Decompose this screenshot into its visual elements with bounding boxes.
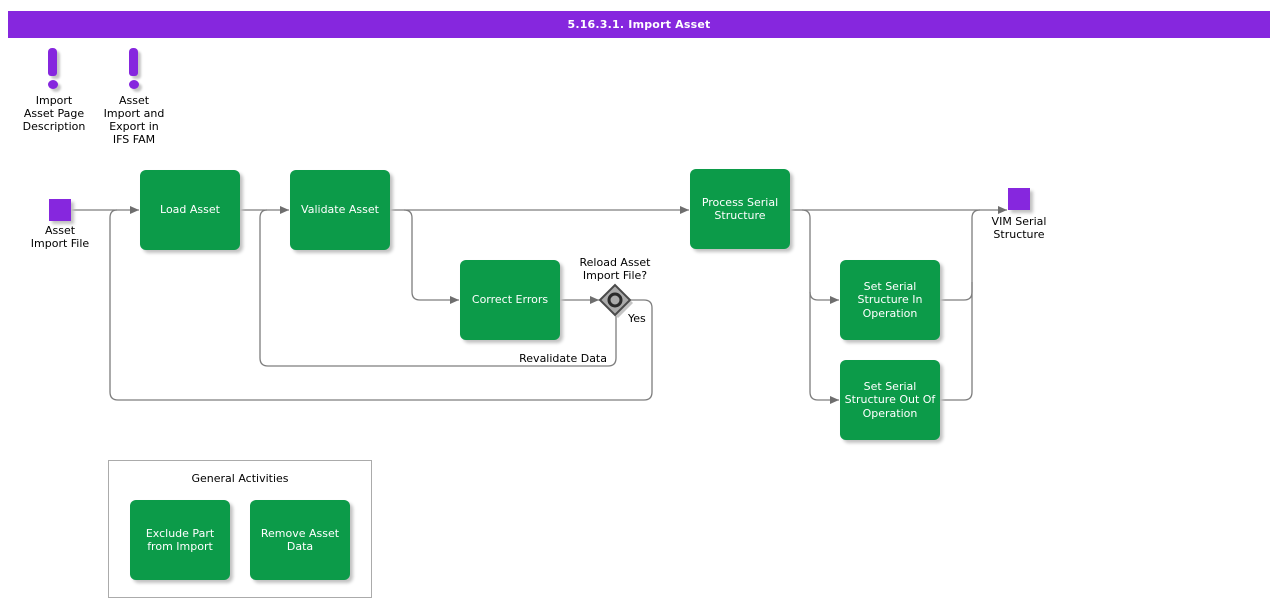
activity-exclude-part-from-import[interactable]: Exclude Part from Import [130, 500, 230, 580]
end-node-label: VIM Serial Structure [991, 215, 1047, 241]
end-node-vim-serial-structure[interactable] [1008, 188, 1030, 210]
activity-set-serial-structure-out-of-operation[interactable]: Set Serial Structure Out Of Operation [840, 360, 940, 440]
annotation-asset-import-export-ifs-fam[interactable] [128, 48, 140, 90]
decision-question-label: Reload Asset Import File? [579, 256, 651, 282]
activity-load-asset[interactable]: Load Asset [140, 170, 240, 250]
annotation-import-asset-page-description[interactable] [47, 48, 59, 90]
exclamation-icon [129, 48, 138, 76]
page-title: 5.16.3.1. Import Asset [567, 18, 711, 31]
exclamation-icon [48, 80, 58, 89]
annotation-label: Import Asset Page Description [22, 94, 86, 133]
annotation-label: Asset Import and Export in IFS FAM [103, 94, 165, 146]
revalidate-data-label: Revalidate Data [519, 352, 607, 365]
activity-set-serial-structure-in-operation[interactable]: Set Serial Structure In Operation [840, 260, 940, 340]
activity-process-serial-structure[interactable]: Process Serial Structure [690, 169, 790, 249]
diagram-title-bar: 5.16.3.1. Import Asset [8, 11, 1270, 38]
activity-label: Validate Asset [301, 203, 379, 217]
exclamation-icon [129, 80, 139, 89]
activity-remove-asset-data[interactable]: Remove Asset Data [250, 500, 350, 580]
activity-label: Remove Asset Data [260, 526, 340, 554]
activity-label: Process Serial Structure [701, 195, 779, 223]
decision-yes-label: Yes [628, 312, 646, 325]
activity-correct-errors[interactable]: Correct Errors [460, 260, 560, 340]
activity-validate-asset[interactable]: Validate Asset [290, 170, 390, 250]
activity-label: Exclude Part from Import [145, 526, 215, 554]
activity-label: Correct Errors [471, 293, 549, 307]
activity-label: Load Asset [160, 203, 220, 217]
start-node-label: Asset Import File [30, 224, 90, 250]
general-activities-title: General Activities [191, 472, 289, 485]
activity-label: Set Serial Structure Out Of Operation [844, 379, 936, 420]
decision-reload-asset-import-file[interactable] [598, 283, 633, 318]
exclamation-icon [48, 48, 57, 76]
activity-label: Set Serial Structure In Operation [857, 279, 923, 320]
start-node-asset-import-file[interactable] [49, 199, 71, 221]
